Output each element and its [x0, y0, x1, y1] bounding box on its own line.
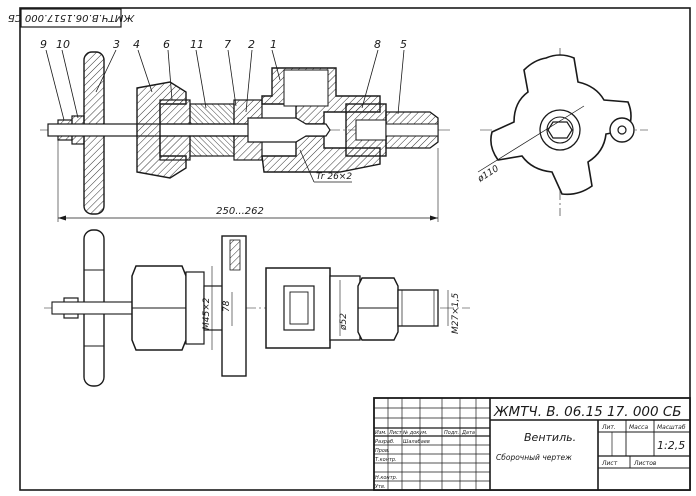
role-tcontrol: Т.контр.	[375, 457, 397, 463]
balloon-2: 2	[248, 38, 255, 51]
doc-type: Сборочный чертеж	[496, 453, 572, 462]
role-ncontrol: Н.контр.	[375, 475, 397, 481]
balloon-10: 10	[56, 38, 70, 51]
col-mass: Масса	[629, 424, 648, 431]
thread-m27-label: M27×1,5	[451, 293, 461, 334]
side-view: ø110	[475, 48, 648, 216]
diameter-52-label: ø52	[339, 313, 349, 331]
role-check: Пров.	[375, 448, 390, 454]
role-approve: Утв.	[375, 484, 386, 490]
section-view: 9 10 3 4 6 11 7 2 1 8 5 Tr 26×2 250...26…	[40, 38, 450, 222]
row-label-date: Дата	[461, 430, 475, 436]
row-label-izm: Изм.	[375, 430, 387, 436]
balloon-6: 6	[163, 38, 170, 51]
designation: ЖМТЧ. В. 06.15 17. 000 СБ	[493, 404, 682, 420]
sheet-frame	[19, 7, 691, 491]
nipple-threaded	[397, 289, 439, 327]
union-nut-side	[357, 277, 399, 341]
col-scale: Масштаб	[657, 424, 686, 431]
sheets-label: Листов	[633, 460, 657, 467]
role-dev: Разраб.	[375, 439, 395, 445]
balloon-leaders	[45, 49, 405, 121]
scale-value: 1:2,5	[657, 439, 685, 452]
hub-nut	[547, 121, 573, 139]
developer-name: Шалабаев	[403, 439, 430, 445]
valve-plug	[247, 117, 331, 143]
balloon-8: 8	[374, 38, 381, 51]
col-lit: Лит.	[601, 424, 616, 431]
row-label-list: Лист	[388, 430, 403, 436]
balloon-11: 11	[190, 38, 204, 51]
packing-11	[189, 103, 235, 125]
balloon-labels: 9 10 3 4 6 11 7 2 1 8 5	[40, 38, 407, 51]
inverted-stamp-text: ЖМТЧ.В.06.1517.000 СБ	[8, 12, 135, 23]
row-label-sign: Подп.	[444, 430, 459, 436]
diameter-110-label: ø110	[475, 164, 501, 185]
balloon-7: 7	[224, 38, 231, 51]
header-row-labels: Изм. Лист № докум. Подп. Дата	[375, 430, 475, 436]
balloon-9: 9	[40, 38, 47, 51]
role-labels: Разраб. Пров. Т.контр. Н.контр. Утв. Шал…	[375, 439, 430, 490]
bottom-view: M45×2 78 ø52 M27×1,5	[44, 229, 470, 387]
size-78-label: 78	[222, 300, 232, 312]
inverted-stamp: ЖМТЧ.В.06.1517.000 СБ	[8, 8, 135, 28]
balloon-5: 5	[400, 38, 407, 51]
balloon-3: 3	[113, 38, 120, 51]
drawing-name: Вентиль.	[524, 431, 576, 444]
row-label-doc: № докум.	[402, 430, 428, 436]
balloon-4: 4	[133, 38, 140, 51]
title-block: ЖМТЧ. В. 06.15 17. 000 СБ Вентиль. Сборо…	[373, 397, 691, 491]
thread-m45-label: M45×2	[202, 297, 212, 330]
overall-length-label: 250...262	[216, 206, 264, 217]
balloon-1: 1	[270, 38, 277, 51]
sheet-label: Лист	[601, 460, 618, 467]
gland-6	[159, 99, 191, 125]
thread-tr-label: Tr 26×2	[316, 172, 352, 182]
